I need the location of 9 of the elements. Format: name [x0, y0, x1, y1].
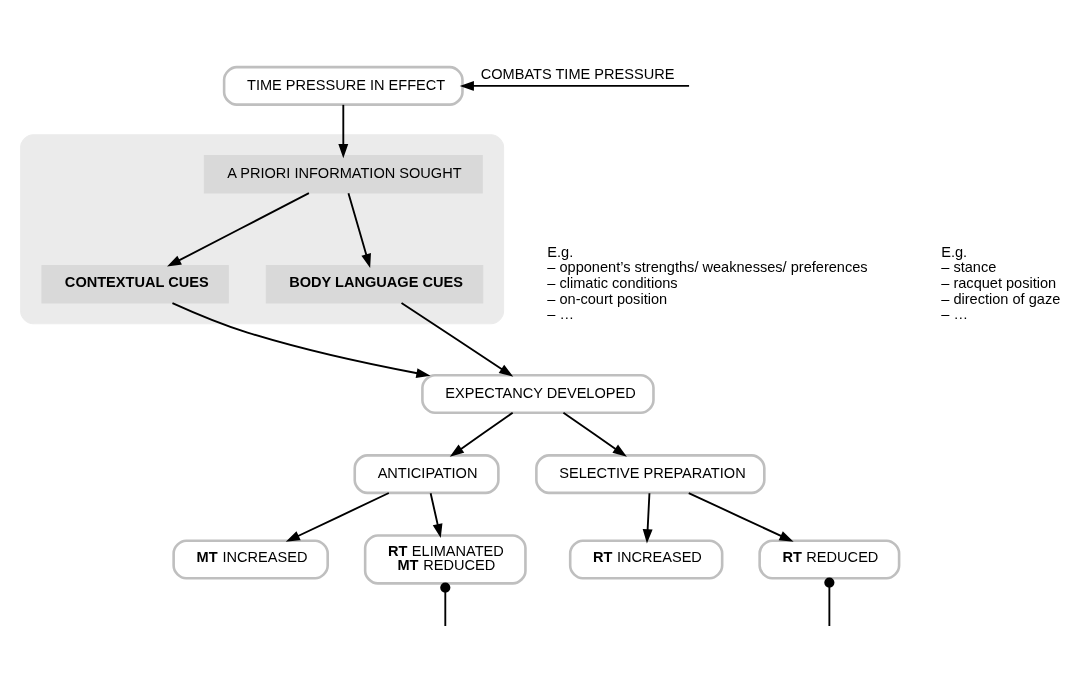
- node-label: – climatic conditions: [547, 274, 678, 291]
- node-label: – on-court position: [547, 290, 668, 307]
- node-label: E.g.: [941, 243, 968, 260]
- edge-label: COMBATS TIME PRESSURE: [480, 65, 675, 82]
- node-label: – …: [941, 305, 968, 322]
- node-label: – …: [547, 305, 575, 322]
- node-label: – direction of gaze: [941, 290, 1061, 307]
- node-label: E.g.: [547, 243, 574, 260]
- node-label: – racquet position: [941, 274, 1057, 291]
